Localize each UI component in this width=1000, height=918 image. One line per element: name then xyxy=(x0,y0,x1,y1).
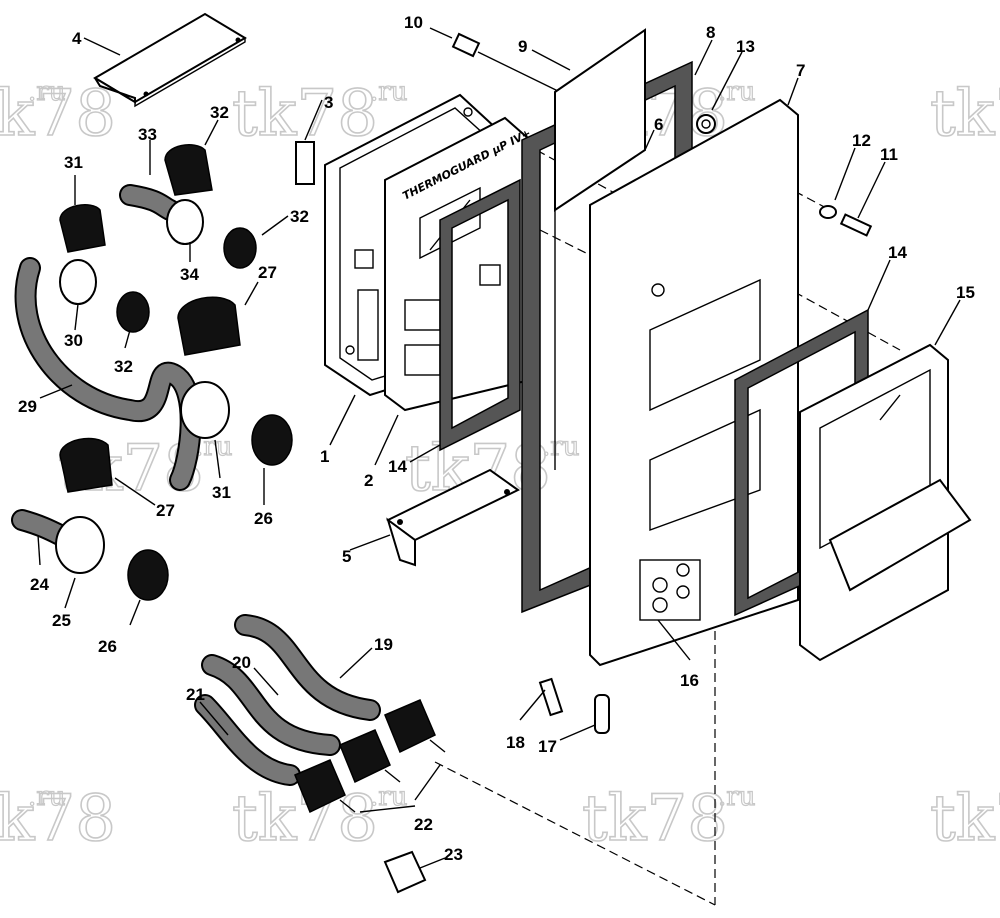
svg-text:.ru: .ru xyxy=(28,782,65,812)
svg-text:tk78: tk78 xyxy=(582,782,728,856)
callout-28: 29 xyxy=(18,397,37,416)
callout-31: 31 xyxy=(64,153,83,172)
callout-2: 2 xyxy=(364,471,373,490)
svg-text:.ru: .ru xyxy=(542,432,579,462)
callout-32: 32 xyxy=(114,357,133,376)
callout-23: 23 xyxy=(444,845,463,864)
callout-9: 9 xyxy=(518,37,527,56)
callout-10: 10 xyxy=(404,13,423,32)
callout-14: 14 xyxy=(388,457,407,476)
watermark: tk78 .ru xyxy=(0,781,117,857)
callout-14: 14 xyxy=(888,243,907,262)
cable-assembly-bottom xyxy=(194,614,381,786)
watermark: tk78 xyxy=(929,781,1000,857)
connectors-left xyxy=(55,144,293,601)
part-cover-plate xyxy=(383,850,427,894)
callout-17: 17 xyxy=(538,737,557,756)
callout-32: 32 xyxy=(290,207,309,226)
callout-6: 6 xyxy=(654,115,663,134)
part-display-board: THERMOGUARD μP IV+ xyxy=(384,116,533,412)
watermark: tk78 .ru xyxy=(581,781,756,857)
leader-lines xyxy=(37,27,961,869)
svg-text:tk78: tk78 xyxy=(930,782,1000,856)
svg-text:tk78: tk78 xyxy=(0,782,116,856)
callout-24: 24 xyxy=(30,575,49,594)
callout-12: 12 xyxy=(852,131,871,150)
svg-text:.ru: .ru xyxy=(370,77,407,107)
part-screw-washer xyxy=(819,205,873,237)
part-mounting-channel xyxy=(93,12,247,108)
callout-27: 27 xyxy=(156,501,175,520)
callout-16: 16 xyxy=(680,671,699,690)
watermark: tk78 .ru xyxy=(0,76,117,152)
part-plug xyxy=(451,32,481,58)
callout-26: 26 xyxy=(98,637,117,656)
callout-25: 25 xyxy=(52,611,71,630)
callout-11: 11 xyxy=(880,145,898,164)
svg-text:.ru: .ru xyxy=(718,782,755,812)
callout-5: 5 xyxy=(342,547,351,566)
part-inner-gasket xyxy=(439,178,521,452)
part-door-panel xyxy=(589,98,799,667)
part-bracket xyxy=(386,468,520,567)
callout-31: 32 xyxy=(210,103,229,122)
part-pins xyxy=(538,677,610,734)
callout-29: 30 xyxy=(64,331,83,350)
part-frame-window xyxy=(799,343,972,662)
callout-30: 31 xyxy=(212,483,231,502)
svg-text:.ru: .ru xyxy=(718,77,755,107)
callout-20: 20 xyxy=(232,653,251,672)
callout-33: 33 xyxy=(138,125,157,144)
callout-21: 21 xyxy=(186,685,205,704)
callout-19: 19 xyxy=(374,635,393,654)
callout-labels: 4 33 32 31 32 27 34 30 32 29 31 26 27 24… xyxy=(18,13,975,864)
callout-4: 4 xyxy=(72,29,82,48)
callout-7: 7 xyxy=(796,61,805,80)
callout-3: 3 xyxy=(324,93,333,112)
toggle-switches xyxy=(294,699,446,814)
svg-text:tk78: tk78 xyxy=(0,77,116,151)
callout-8: 8 xyxy=(706,23,715,42)
watermark: tk78 xyxy=(929,76,1000,152)
svg-text:.ru: .ru xyxy=(28,77,65,107)
callout-27: 27 xyxy=(258,263,277,282)
callout-1: 1 xyxy=(320,447,329,466)
svg-text:tk78: tk78 xyxy=(930,77,1000,151)
callout-26: 26 xyxy=(254,509,273,528)
callout-22: 22 xyxy=(414,815,433,834)
callout-15: 15 xyxy=(956,283,975,302)
callout-18: 18 xyxy=(506,733,525,752)
callout-34: 34 xyxy=(180,265,199,284)
callout-13: 13 xyxy=(736,37,755,56)
part-fastener xyxy=(696,114,716,134)
part-connector-strip xyxy=(295,99,323,185)
